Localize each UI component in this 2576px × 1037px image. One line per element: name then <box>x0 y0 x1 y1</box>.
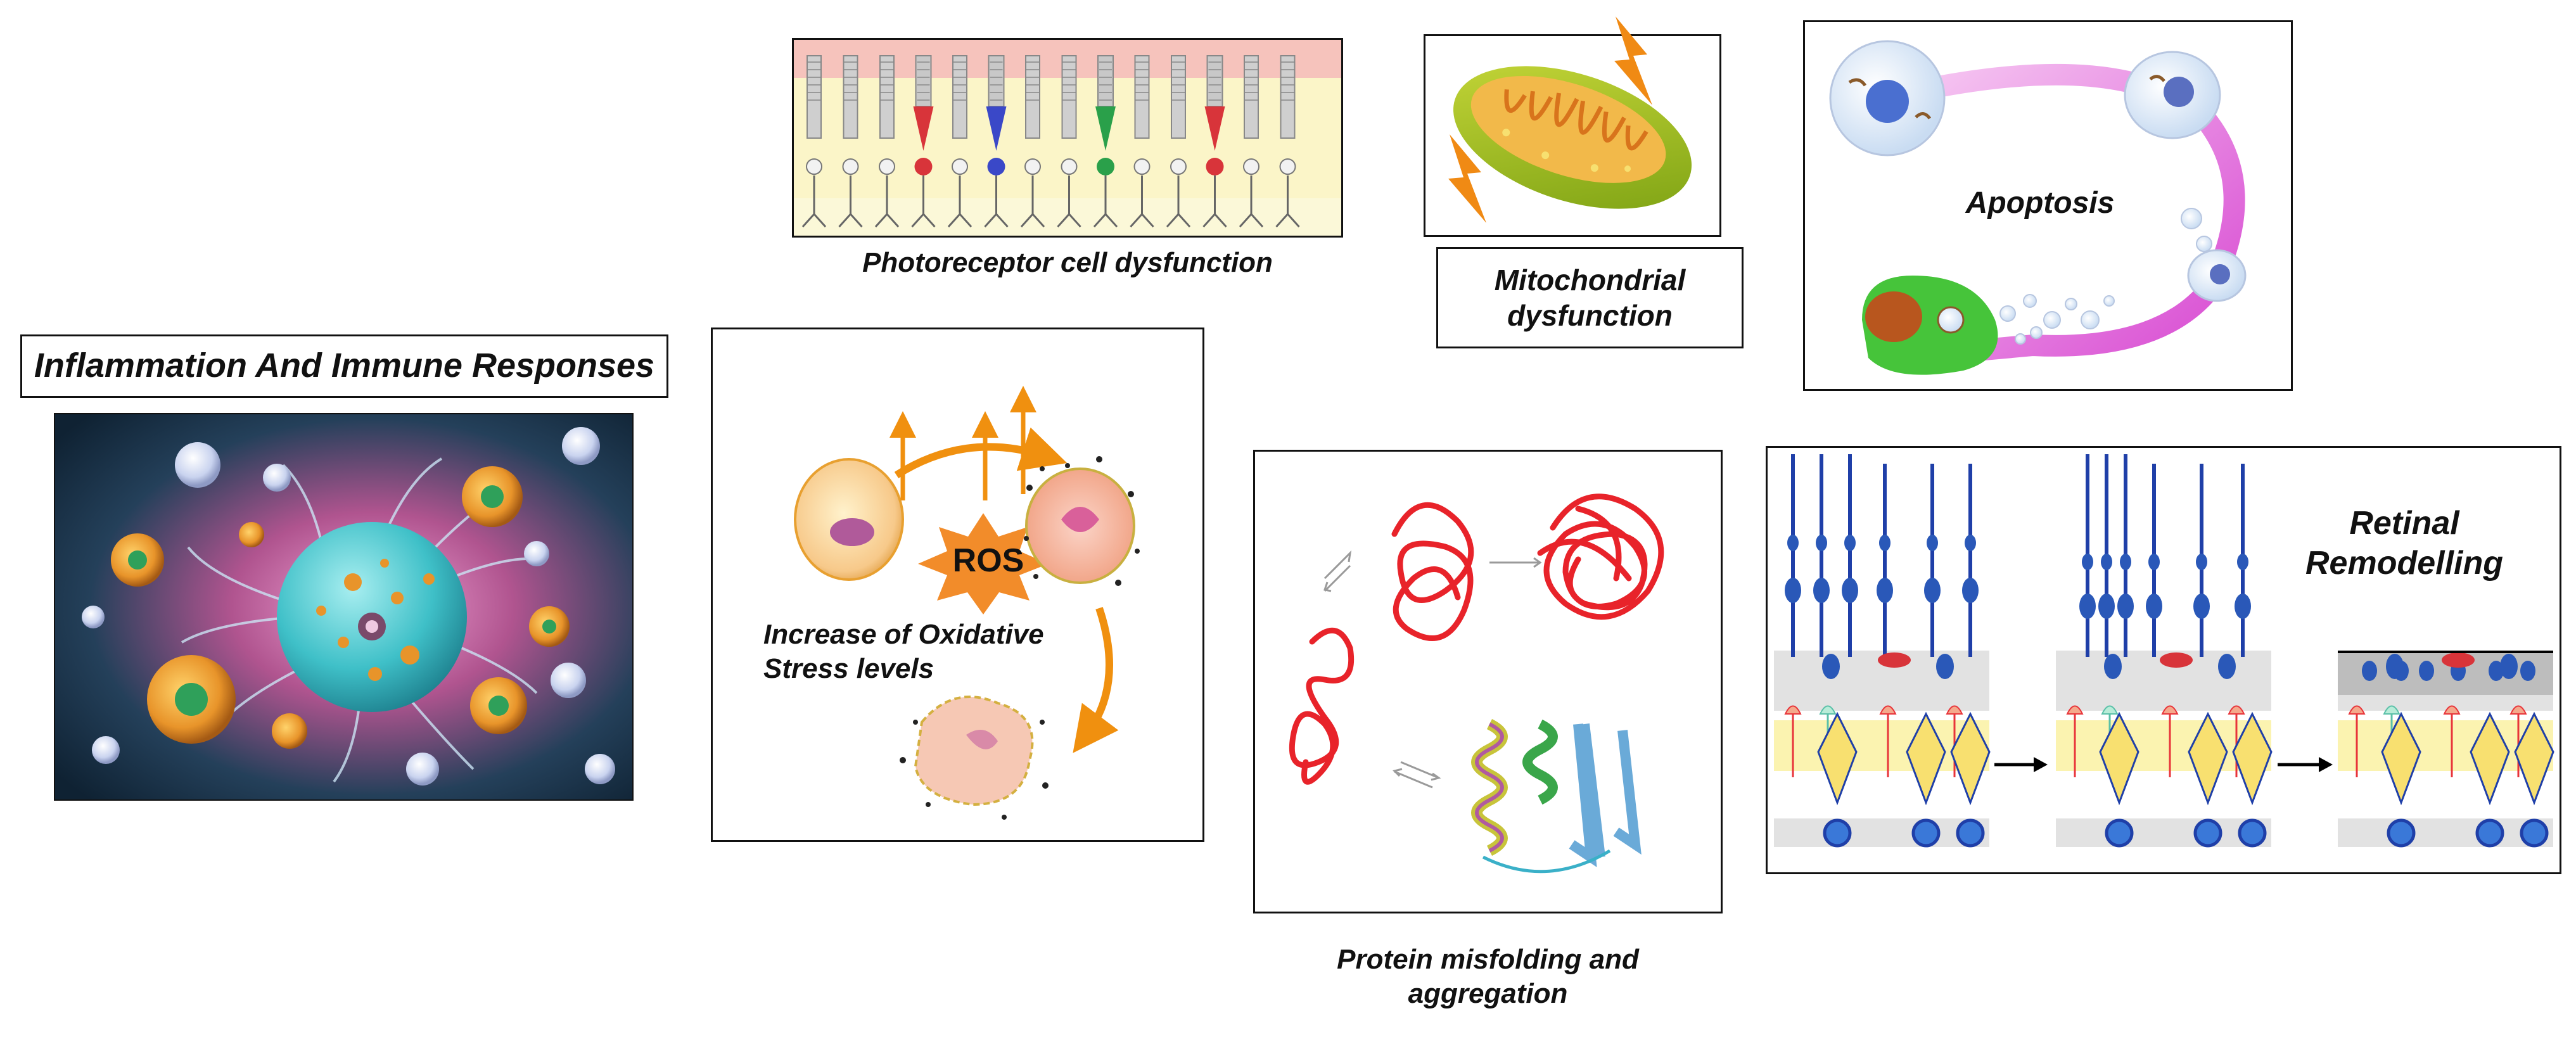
phagocyte-cell <box>1862 276 1998 375</box>
aggregated-protein <box>1537 493 1664 620</box>
protein-panel <box>1253 450 1723 913</box>
retinal-panel <box>1766 446 2561 874</box>
photoreceptor-caption-text: Photoreceptor cell dysfunction <box>862 247 1273 278</box>
photoreceptor-cell <box>801 55 827 228</box>
ros-label: ROS <box>944 541 1033 581</box>
lightning-bottom <box>1448 134 1486 223</box>
apoptosis-panel <box>1803 20 2293 391</box>
ros-burst <box>918 513 1049 614</box>
retinal-caption-line1: Retinal <box>2349 505 2459 542</box>
apoptosis-label: Apoptosis <box>1926 185 2154 222</box>
retinal-stage <box>1774 454 1991 848</box>
photoreceptor-cell <box>874 55 900 228</box>
damaged-cell-right <box>1024 456 1140 586</box>
orange-cells <box>111 466 570 749</box>
unfolded-protein <box>1289 627 1355 785</box>
retinal-stage <box>2338 651 2554 848</box>
retinal-caption: Retinal Remodelling <box>2300 504 2509 584</box>
oxidative-caption-line1: Increase of Oxidative <box>763 619 1044 650</box>
photoreceptor-cell <box>984 55 1009 228</box>
pale-cells <box>82 427 615 786</box>
protein-caption-line1: Protein misfolding and <box>1337 944 1639 975</box>
misfolded-protein <box>1391 502 1474 641</box>
retinal-stage <box>2056 454 2273 848</box>
mitochondria-caption-line1: Mitochondrial <box>1494 263 1686 296</box>
protein-caption-line2: aggregation <box>1408 977 1568 1009</box>
inflammation-title: Inflammation And Immune Responses <box>20 334 668 398</box>
oxidative-caption-line2: Stress levels <box>763 652 934 684</box>
immune-cell-illustration <box>54 413 634 801</box>
protein-caption: Protein misfolding and aggregation <box>1253 943 1723 1010</box>
photoreceptor-cell <box>1202 55 1227 228</box>
retinal-caption-line2: Remodelling <box>2305 545 2504 582</box>
photoreceptor-cell <box>1130 55 1154 228</box>
stage-arrow-head <box>2034 757 2048 772</box>
ros-label-text: ROS <box>952 542 1024 579</box>
fragmenting-cell <box>2181 208 2247 302</box>
mitochondria-caption: Mitochondrial dysfunction <box>1436 247 1744 348</box>
photoreceptor-cell <box>838 55 863 228</box>
photoreceptor-cell <box>947 55 972 228</box>
photoreceptor-caption: Photoreceptor cell dysfunction <box>792 246 1343 280</box>
photoreceptor-cell <box>1093 55 1118 228</box>
photoreceptor-cell <box>1166 55 1191 228</box>
oxidative-caption: Increase of Oxidative Stress levels <box>763 618 1093 685</box>
mitochondria-caption-line2: dysfunction <box>1507 299 1673 332</box>
damaged-cell-bottom <box>900 696 1049 820</box>
lightning-top <box>1614 16 1652 105</box>
photoreceptor-cell <box>1239 55 1264 228</box>
photoreceptor-cell <box>1020 55 1045 228</box>
apoptosis-label-text: Apoptosis <box>1965 186 2115 220</box>
photoreceptor-cell <box>1275 55 1300 228</box>
shrinking-cell <box>2124 51 2221 139</box>
photoreceptor-cell <box>1057 55 1081 228</box>
inflammation-title-text: Inflammation And Immune Responses <box>34 347 655 385</box>
apoptotic-bodies <box>1999 294 2115 345</box>
oxidative-stress-panel <box>711 328 1204 842</box>
stage-arrow-head <box>2319 757 2333 772</box>
healthy-cell <box>1829 40 1946 156</box>
mitochondria-illustration <box>1424 34 1721 237</box>
native-protein <box>1471 718 1642 874</box>
photoreceptor-cell <box>911 55 936 228</box>
photoreceptor-illustration <box>792 38 1343 238</box>
